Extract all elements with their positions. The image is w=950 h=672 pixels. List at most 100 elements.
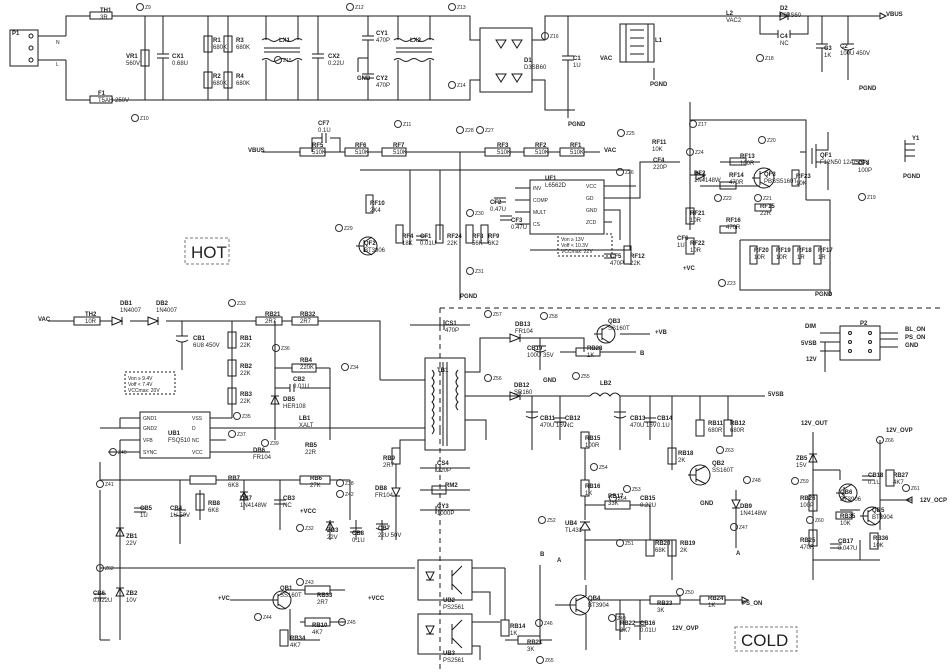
component-value: 1U <box>573 63 581 69</box>
test-point-z45: Z45 <box>338 618 356 626</box>
test-point-z65: Z65 <box>536 656 554 664</box>
test-point-circle <box>466 209 474 217</box>
component-value: 0.1U <box>352 538 365 544</box>
test-point-z52: Z52 <box>538 516 556 524</box>
svg-text:N: N <box>56 40 60 46</box>
test-point-z25: Z25 <box>617 129 635 137</box>
test-point-label: Z44 <box>263 615 272 621</box>
component-value: 0.1U <box>868 480 881 486</box>
test-point-circle <box>754 194 762 202</box>
component-ref: RF22 <box>690 241 705 247</box>
test-point-label: Z59 <box>800 479 809 485</box>
component-ref: CB14 <box>657 416 673 422</box>
test-point-z26: Z26 <box>616 168 634 176</box>
component-ref: RB32 <box>300 312 316 318</box>
test-point-circle <box>756 54 764 62</box>
component-ref: RB21 <box>265 312 281 318</box>
test-point-circle <box>109 448 117 456</box>
test-point-label: Z19 <box>867 195 876 201</box>
component-value: 1K <box>510 631 517 637</box>
component-value: 10K <box>873 543 884 549</box>
net-label-vcc1: +VC <box>683 266 696 272</box>
test-point-circle <box>616 539 624 547</box>
pfc-section <box>124 102 915 395</box>
component-ref: CX2 <box>328 54 340 60</box>
component-ref: RF16 <box>726 218 741 224</box>
test-point-circle <box>609 494 617 502</box>
net-label-pgnd3: PGND <box>460 294 478 300</box>
test-point-z61: Z61 <box>902 484 920 492</box>
test-point-circle <box>536 656 544 664</box>
component-value: 10V <box>126 598 137 604</box>
component-ref: DB6 <box>253 448 266 454</box>
component-ref: TH1 <box>100 8 112 14</box>
component-ref: D2 <box>780 6 788 12</box>
test-point-z37: Z37 <box>228 430 246 438</box>
component-ref: RF23 <box>796 174 811 180</box>
component-value: FR104 <box>375 493 394 499</box>
component-value: 510K <box>312 150 326 156</box>
test-point-z18: Z18 <box>756 54 774 62</box>
component-value: 100P <box>858 168 872 174</box>
uf1-pin-vcc: VCC <box>586 184 597 190</box>
component-ref: RB6 <box>310 476 323 482</box>
test-point-circle <box>261 439 269 447</box>
test-point-circle <box>541 32 549 40</box>
component-ref: DF2 <box>694 171 706 177</box>
component-value: 510K <box>535 150 549 156</box>
test-point-label: Z51 <box>625 541 634 547</box>
component-ref: DB9 <box>740 504 753 510</box>
component-value: 68K <box>655 548 666 554</box>
test-point-label: Z28 <box>465 128 474 134</box>
component-value: 470U 16V <box>630 423 657 429</box>
test-point-z39: Z39 <box>261 439 279 447</box>
component-value: L6562D <box>545 183 567 189</box>
component-value: 0.68U <box>172 61 188 67</box>
component-value: 6K2 <box>488 241 499 247</box>
test-point-label: Z29 <box>344 226 353 232</box>
test-point-label: Z54 <box>599 465 608 471</box>
component-ref: ZB1 <box>126 534 138 540</box>
ub1-pin-sync: SYNC <box>143 450 157 456</box>
component-value: 680R <box>730 428 745 434</box>
component-value: 22K <box>630 261 641 267</box>
test-point-z46: Z46 <box>535 619 553 627</box>
component-ref: DB5 <box>283 397 296 403</box>
test-point-z15: Z15 <box>274 56 292 64</box>
component-value: 0.47U <box>511 225 527 231</box>
test-point-label: Z33 <box>237 301 246 307</box>
component-value: 470U 16V <box>540 423 567 429</box>
test-point-circle <box>538 516 546 524</box>
test-point-circle <box>254 613 262 621</box>
component-value: 1R <box>818 255 826 261</box>
test-point-label: Z55 <box>581 374 590 380</box>
ub1-pin-nc: NC <box>192 438 200 444</box>
svg-text:L: L <box>56 62 59 68</box>
uf1-pin-gnd: GND <box>586 208 598 214</box>
test-point-circle <box>858 193 866 201</box>
component-value: 3R <box>100 15 108 21</box>
test-point-label: Z40 <box>118 450 127 456</box>
net-label-vb: +VB <box>655 330 668 336</box>
test-point-z10: Z10 <box>131 114 149 122</box>
component-ref: QF3 <box>764 172 776 178</box>
test-point-z12: Z12 <box>346 3 364 11</box>
test-point-label: Z24 <box>695 150 704 156</box>
test-point-z63: Z63 <box>716 446 734 454</box>
component-value: XALT <box>299 423 314 429</box>
test-point-circle <box>456 126 464 134</box>
test-point-z51: Z51 <box>616 539 634 547</box>
